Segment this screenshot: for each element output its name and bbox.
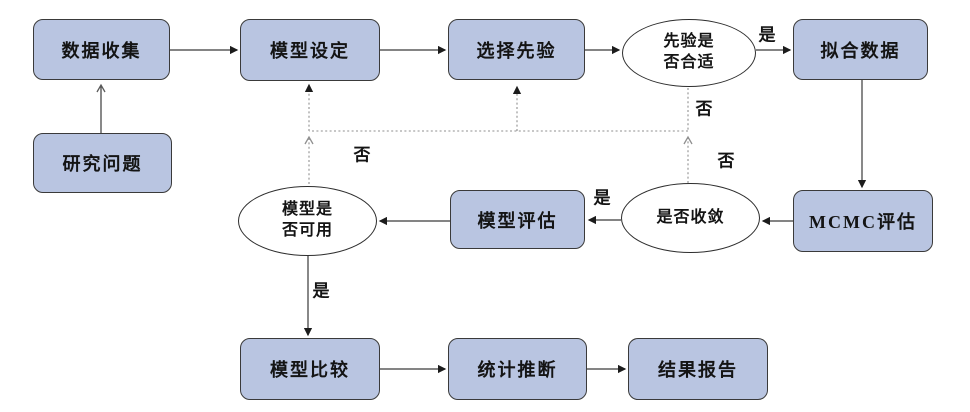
node-research-question: 研究问题 [33,133,172,193]
node-model-specification: 模型设定 [240,19,380,81]
node-model-comparison: 模型比较 [240,338,380,400]
node-label: 研究问题 [62,154,143,174]
edge-label-converged-no: 否 [716,151,736,171]
node-label: 选择先验 [476,40,557,61]
node-label: 结果报告 [658,360,738,380]
edge-label-model-usable-yes: 是 [311,281,331,301]
edge-label-prior-yes: 是 [757,25,777,45]
node-label: 统计推断 [477,360,558,380]
edge-label-converged-yes: 是 [592,188,612,208]
node-label: 模型评估 [477,210,558,231]
node-mcmc-evaluation: MCMC评估 [793,190,933,252]
edge-label-model-usable-no: 否 [352,145,372,165]
node-converged-decision: 是否收敛 [621,183,760,253]
node-label: 模型是 否可用 [281,201,333,239]
node-statistical-inference: 统计推断 [448,338,587,400]
node-label: 数据收集 [61,40,142,61]
edge-label-prior-no: 否 [694,99,714,119]
node-label: MCMC评估 [809,212,917,232]
node-model-evaluation: 模型评估 [450,190,585,249]
node-fit-data: 拟合数据 [793,19,928,80]
node-label: 模型比较 [270,360,350,380]
node-label: 是否收敛 [656,208,725,226]
node-label: 拟合数据 [820,40,901,61]
node-model-usable-decision: 模型是 否可用 [238,186,377,256]
node-label: 先验是 否合适 [663,33,715,71]
node-prior-selection: 选择先验 [448,19,585,80]
node-prior-suitable-decision: 先验是 否合适 [622,19,756,87]
node-results-report: 结果报告 [628,338,768,400]
node-data-collection: 数据收集 [33,19,170,80]
node-label: 模型设定 [270,41,350,61]
